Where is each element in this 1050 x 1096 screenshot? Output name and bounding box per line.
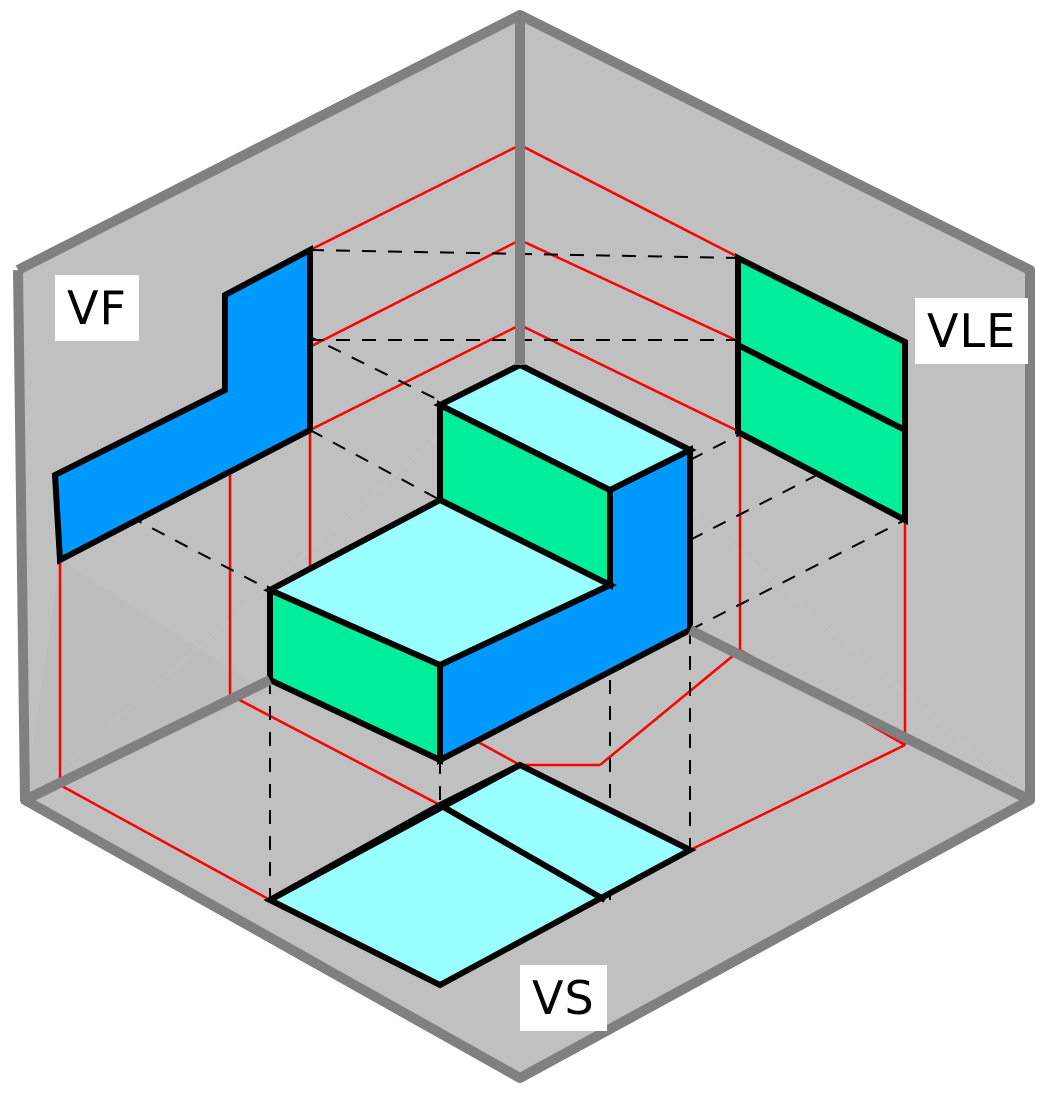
left-view-label: VLE [915,298,1029,364]
box-edges [13,10,1035,1083]
isometric-object [263,361,697,765]
object-lower-top-face [263,496,617,669]
floor-shade [25,560,280,800]
top-view-projection [263,761,697,989]
front-view-label: VF [55,275,139,341]
top-view-step-line [438,802,607,903]
object-upper-top-face [433,361,697,494]
front-view-projection [51,245,313,565]
top-view-label: VS [520,965,607,1031]
left-view-projection [735,253,908,525]
left-view-step-line [736,342,907,433]
top-view-edge [268,762,522,903]
front-view-shape [51,245,313,565]
